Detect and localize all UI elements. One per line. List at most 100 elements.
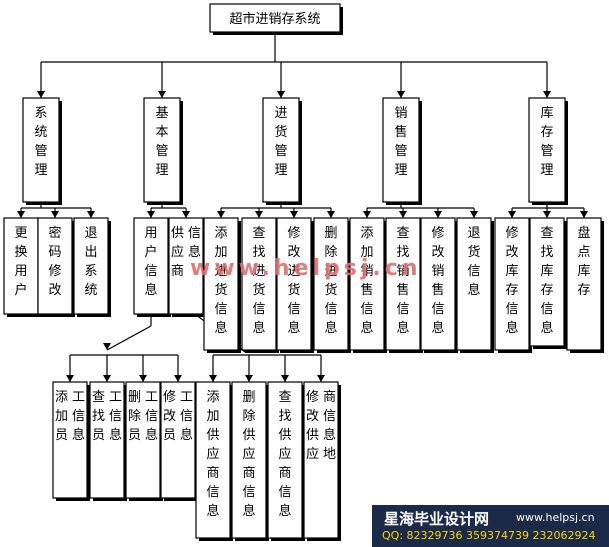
box-label-char: 库 <box>540 263 553 279</box>
box-label-char: 应 <box>278 446 291 462</box>
box-label-char: 修 <box>163 390 176 405</box>
box-frame <box>494 217 530 351</box>
box-label-char: 信 <box>206 485 219 500</box>
box-label-char: 商 <box>242 466 255 481</box>
box-label-char: 进 <box>287 264 300 279</box>
box-frame <box>231 381 267 539</box>
box-label-char: 查 <box>92 390 105 405</box>
box-label-char: 信 <box>109 409 122 424</box>
box-label-char: 户 <box>144 244 157 260</box>
box-label-char: 除 <box>128 409 141 424</box>
box-label-char: 信 <box>323 409 336 424</box>
box-label-char: 查 <box>396 226 409 241</box>
box-label-char: 信 <box>214 302 227 317</box>
box-label-char: 删 <box>128 390 141 405</box>
box-label: 超市进销存系统 <box>229 11 320 27</box>
arrow-head <box>139 375 147 382</box>
box-label-char: 息 <box>144 282 157 298</box>
arrow-head <box>543 211 551 218</box>
box-frame <box>313 217 349 351</box>
box-label-char: 息 <box>188 244 201 260</box>
box-label-char: 供 <box>206 428 219 443</box>
box-label-char: 修 <box>505 226 518 241</box>
box-label-char: 货 <box>214 282 227 298</box>
box-label-char: 进 <box>324 264 337 279</box>
box-label-char: 加 <box>360 245 373 260</box>
arrow-head <box>147 211 155 218</box>
box-label-char: 信 <box>324 302 337 317</box>
box-label-char: 息 <box>540 320 553 336</box>
box-frame <box>195 381 231 539</box>
box-label-char: 息 <box>145 427 158 443</box>
box-frame <box>52 381 88 499</box>
box-label-char: 信 <box>431 302 444 317</box>
box-label-char: 应 <box>171 244 184 260</box>
box-frame <box>276 217 312 351</box>
box-label-char: 员 <box>92 428 105 443</box>
box-label-char: 本 <box>155 125 168 140</box>
box-label-char: 加 <box>214 245 227 260</box>
box-frame <box>566 217 602 351</box>
box-label-char: 删 <box>242 390 255 405</box>
box-label-char: 添 <box>360 226 373 241</box>
box-label-char: 信 <box>180 409 193 424</box>
box-label-char: 员 <box>128 428 141 443</box>
box-label-char: 供 <box>171 226 184 241</box>
box-label-char: 息 <box>467 282 480 298</box>
box-label-char: 进 <box>252 264 265 279</box>
box-label-char: 信 <box>360 302 373 317</box>
box-frame <box>529 217 565 347</box>
box-label-char: 找 <box>396 245 409 260</box>
box-label-char: 息 <box>242 503 255 519</box>
box-label-char: 存 <box>505 283 518 298</box>
box-label-char: 库 <box>505 263 518 279</box>
box-label-char: 理 <box>155 163 168 178</box>
arrow-head <box>158 91 166 98</box>
box-frame <box>241 217 277 351</box>
box-label-char: 信 <box>278 485 291 500</box>
arrow-head <box>543 91 551 98</box>
box-label-char: 息 <box>278 503 291 519</box>
box-label-char: 加 <box>206 409 219 424</box>
box-frame <box>385 217 421 351</box>
box-label-char: 系 <box>84 264 97 279</box>
box-label-char: 添 <box>55 390 68 405</box>
box-frame <box>349 217 385 351</box>
box-label-char: 管 <box>394 144 407 159</box>
box-label-char: 员 <box>163 428 176 443</box>
box-label-char: 商 <box>171 264 184 279</box>
box-label-char: 货 <box>324 282 337 298</box>
box-frame <box>382 97 420 203</box>
box-label-char: 改 <box>163 409 176 424</box>
box-frame <box>3 217 39 315</box>
box-label-char: 息 <box>72 427 85 443</box>
box-frame <box>267 381 303 539</box>
arrow-head <box>174 375 182 382</box>
footer-brand: 星海毕业设计网 <box>384 510 490 528</box>
box-label-char: 理 <box>274 163 287 178</box>
box-label-char: 息 <box>109 427 122 443</box>
box-label-char: 存 <box>577 283 590 298</box>
box-label-char: 息 <box>323 427 336 443</box>
arrow-head <box>37 91 45 98</box>
box-label-char: 息 <box>431 320 444 336</box>
box-frame <box>203 217 239 351</box>
box-label-char: 退 <box>467 226 480 241</box>
box-label-char: 基 <box>155 106 168 121</box>
box-frame <box>209 3 341 33</box>
